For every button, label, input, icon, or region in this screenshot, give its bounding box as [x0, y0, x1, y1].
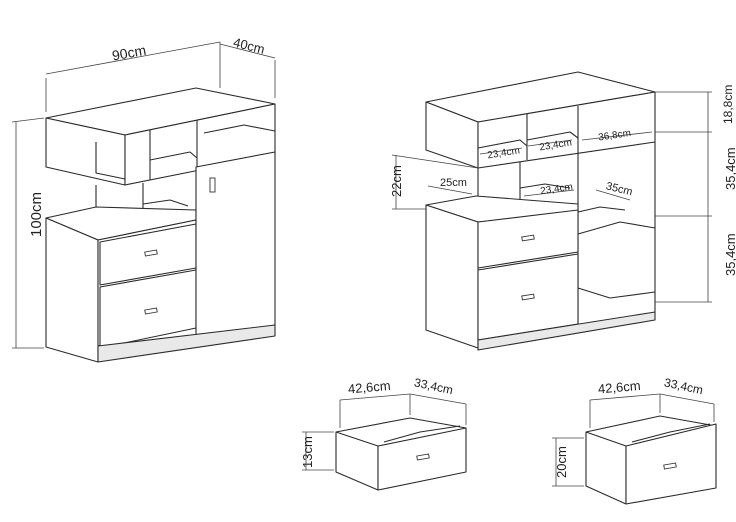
r-drawer-bottom-handle [521, 293, 535, 301]
lower-side [45, 217, 99, 363]
r-inner-1 [477, 139, 528, 149]
small-drawer-inner [383, 425, 461, 443]
drawer-top-handle [144, 249, 158, 257]
label-main-depth: 40cm [232, 35, 266, 57]
small-drawer-depth-line [409, 393, 467, 405]
label-small-drawer-height: 13cm [300, 436, 315, 468]
small-drawer-width-line [339, 393, 411, 401]
left-cabinet [45, 87, 276, 363]
r-comp-c-line [581, 131, 653, 141]
label-small-drawer-depth: 33,4cm [413, 375, 454, 397]
plinth [97, 324, 276, 363]
r-drawer-top-handle [521, 234, 535, 242]
small-drawer-side [335, 431, 379, 491]
label-low-height: 35,4cm [723, 233, 736, 276]
large-drawer [552, 393, 717, 505]
gap-back [142, 199, 189, 207]
small-drawer [302, 393, 467, 491]
large-drawer-inner [631, 423, 711, 443]
r-gap-depth-line [427, 185, 473, 195]
r-lower-side [425, 204, 479, 349]
depth-dim-line [219, 43, 276, 59]
label-top-comp-height: 18,8cm [721, 85, 735, 124]
large-drawer-width-line [589, 393, 661, 401]
r-mid-shelf-back [577, 206, 626, 213]
r-mid-back [519, 183, 571, 189]
label-top-comp-a: 23,4cm [487, 145, 521, 161]
top-shelf-inner-back [149, 151, 198, 161]
r-low-shelf [577, 287, 656, 299]
r-plinth [477, 311, 656, 351]
drawer-bottom-handle [144, 307, 158, 315]
r-comp-a-line [479, 147, 523, 155]
r-mid-comp-line [523, 189, 575, 197]
label-large-drawer-width: 42,6cm [597, 378, 641, 397]
right-dimensions [391, 91, 712, 303]
large-drawer-side [585, 431, 627, 505]
label-gap-height: 22cm [389, 165, 404, 197]
small-drawer-handle [416, 453, 430, 461]
label-small-drawer-width: 42,6cm [347, 378, 391, 397]
r-inner-2 [526, 131, 579, 141]
label-top-comp-b: 23,4cm [539, 137, 573, 153]
r-mid-shelf [577, 221, 656, 235]
tall-door [195, 151, 276, 341]
width-dim-line [45, 41, 221, 75]
label-main-width: 90cm [111, 42, 147, 64]
right-cabinet [425, 71, 656, 351]
label-gap-depth: 25cm [440, 177, 467, 189]
large-drawer-handle [663, 462, 677, 470]
top-shelf-inner-right [203, 124, 276, 134]
label-mid-comp-depth: 35cm [605, 180, 634, 198]
label-mid-comp-width: 23,4cm [540, 182, 574, 197]
top-shelf-inner-left [95, 142, 126, 180]
label-top-comp-c: 36,8cm [598, 128, 632, 143]
large-drawer-depth-line [659, 393, 715, 405]
door-handle [209, 177, 216, 193]
label-large-drawer-depth: 33,4cm [663, 375, 704, 397]
label-main-height: 100cm [28, 192, 45, 237]
label-large-drawer-height: 20cm [554, 446, 569, 478]
r-mid-depth-line [595, 189, 631, 201]
label-mid-height: 35,4cm [723, 147, 736, 190]
small-drawer-back [335, 417, 467, 433]
r-comp-b-line [527, 139, 573, 147]
left-dimensions [11, 41, 276, 349]
